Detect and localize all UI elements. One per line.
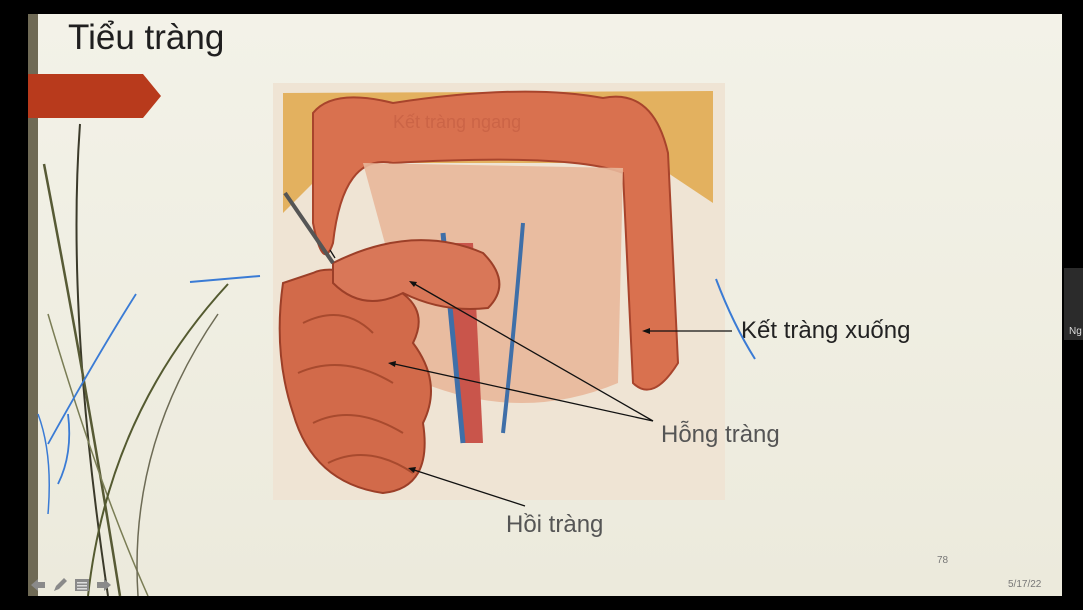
slide-page-number: 78: [937, 555, 949, 566]
anatomy-illustration: Kết tràng ngang: [273, 83, 725, 500]
slide-date: 5/17/22: [1008, 579, 1042, 590]
slide: Tiểu tràng Kết tràng ngang Kết tràng xuố…: [28, 14, 1062, 596]
slide-title: Tiểu tràng: [68, 18, 225, 57]
label-hoi-trang: Hồi tràng: [506, 511, 604, 538]
arrow-left-icon[interactable]: [28, 576, 48, 594]
slide-left-bar: [28, 14, 38, 596]
menu-icon[interactable]: [72, 576, 92, 594]
pen-icon[interactable]: [50, 576, 70, 594]
side-panel-participant[interactable]: Ng: [1064, 268, 1083, 340]
title-ribbon: [28, 74, 161, 118]
label-ket-trang-xuong: Kết tràng xuống: [741, 317, 911, 344]
presentation-toolbar: [28, 576, 114, 594]
label-hong-trang: Hỗng tràng: [661, 421, 780, 448]
side-panel-label: Ng: [1069, 326, 1082, 337]
arrow-right-icon[interactable]: [94, 576, 114, 594]
figure-watermark: Kết tràng ngang: [393, 112, 521, 132]
